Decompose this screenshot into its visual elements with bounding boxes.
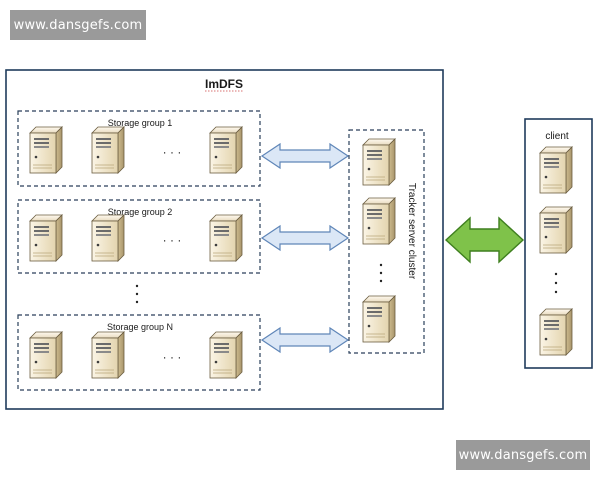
ellipsis: · · · <box>163 350 182 364</box>
watermark-top: www.dansgefs.com <box>10 10 146 40</box>
imdfs-title: ImDFS <box>205 77 243 91</box>
server-icon <box>209 126 243 174</box>
storage-group-n-label: Storage group N <box>107 322 173 332</box>
arrow-group-n-tracker <box>260 326 350 354</box>
tracker-cluster-box <box>348 129 425 354</box>
server-icon <box>539 146 573 194</box>
tracker-vertical-ellipsis <box>379 263 383 283</box>
client-label: client <box>545 131 569 142</box>
watermark-bottom: www.dansgefs.com <box>456 440 590 470</box>
arrow-group-2-tracker <box>260 224 350 252</box>
ellipsis: · · · <box>163 233 182 247</box>
vertical-ellipsis <box>135 284 139 304</box>
ellipsis: · · · <box>163 145 182 159</box>
server-icon <box>539 206 573 254</box>
arrow-tracker-client <box>444 216 525 264</box>
storage-group-1: Storage group 1 · · · <box>17 110 261 187</box>
tracker-cluster: Tracker server cluster <box>348 129 425 354</box>
storage-group-1-label: Storage group 1 <box>108 118 173 128</box>
server-icon <box>362 197 396 245</box>
tracker-cluster-label: Tracker server cluster <box>406 183 417 280</box>
storage-group-2-box <box>17 199 261 274</box>
client-cluster: client <box>524 118 593 369</box>
server-icon <box>362 295 396 343</box>
storage-group-1-box <box>17 110 261 187</box>
server-icon <box>91 214 125 262</box>
storage-group-2: Storage group 2 · · · <box>17 199 261 274</box>
server-icon <box>209 331 243 379</box>
storage-group-2-label: Storage group 2 <box>108 207 173 217</box>
watermark-top-text: www.dansgefs.com <box>13 17 143 33</box>
server-icon <box>29 331 63 379</box>
server-icon <box>539 308 573 356</box>
server-icon <box>209 214 243 262</box>
server-icon <box>362 138 396 186</box>
server-icon <box>91 126 125 174</box>
server-icon <box>29 126 63 174</box>
storage-group-n: Storage group N · · · <box>17 314 261 391</box>
client-vertical-ellipsis <box>554 272 558 294</box>
server-icon <box>91 331 125 379</box>
watermark-bottom-text: www.dansgefs.com <box>458 447 588 463</box>
storage-group-n-box <box>17 314 261 391</box>
server-icon <box>29 214 63 262</box>
arrow-group-1-tracker <box>260 142 350 170</box>
